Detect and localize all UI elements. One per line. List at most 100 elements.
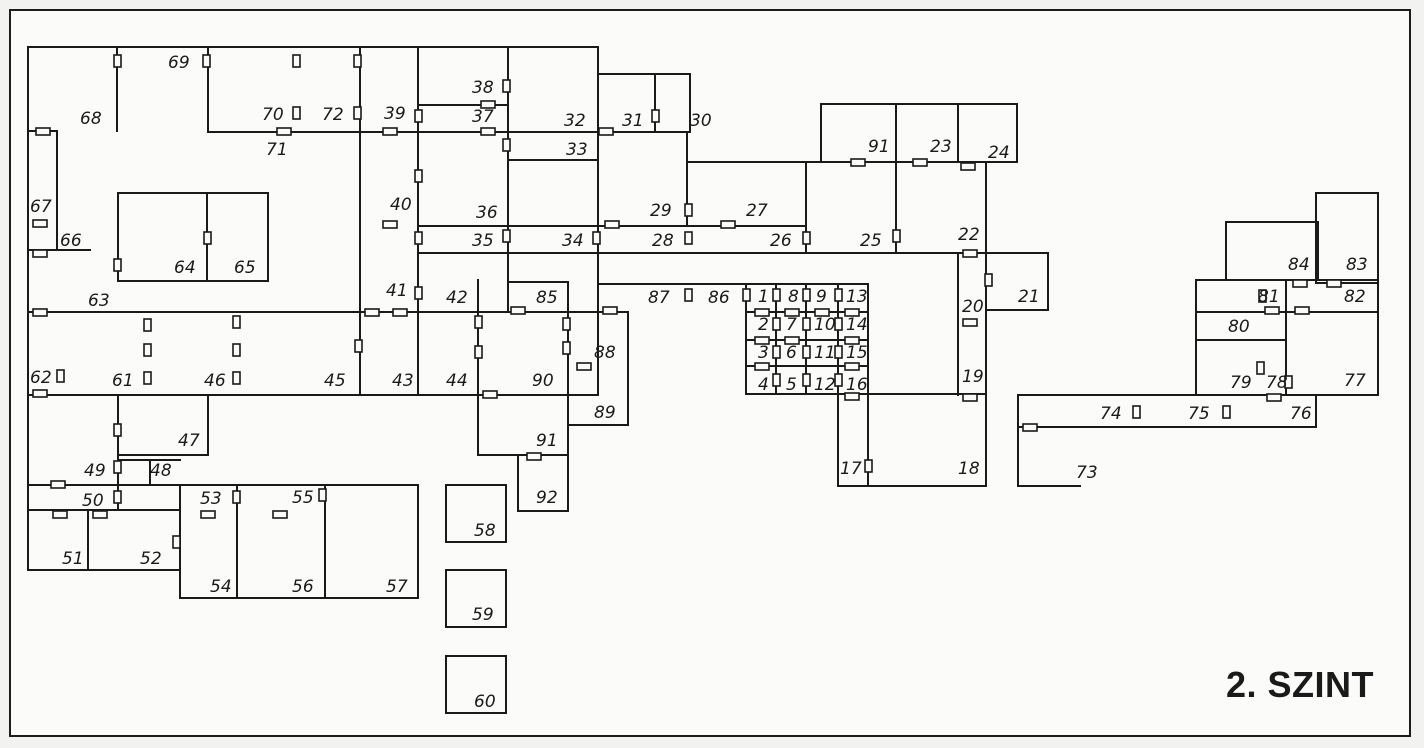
door-symbol [1326, 279, 1342, 288]
door-symbol [802, 317, 811, 331]
door-symbol [802, 345, 811, 359]
room-number-label: 64 [174, 258, 196, 278]
room-number-label: 80 [1228, 317, 1250, 337]
room-number-label: 65 [234, 258, 256, 278]
door-symbol [113, 258, 122, 272]
door-symbol [576, 362, 592, 371]
room-number-label: 48 [150, 461, 172, 481]
room-number-label: 24 [988, 143, 1010, 163]
room-number-label: 71 [266, 140, 288, 160]
room-number-label: 66 [60, 231, 82, 251]
door-symbol [318, 488, 327, 502]
room-number-label: 36 [476, 203, 498, 223]
door-symbol [32, 308, 48, 317]
door-symbol [1266, 393, 1282, 402]
room-number-label: 73 [1076, 463, 1098, 483]
door-symbol [382, 220, 398, 229]
map-frame [9, 9, 1411, 737]
door-symbol [172, 535, 181, 549]
room-number-label: 17 [840, 459, 862, 479]
door-symbol [414, 169, 423, 183]
door-symbol [962, 393, 978, 402]
room-number-label: 35 [472, 231, 494, 251]
room-number-label: 43 [392, 371, 414, 391]
room-number-label: 34 [562, 231, 584, 251]
room-number-label: 45 [324, 371, 346, 391]
door-symbol [353, 106, 362, 120]
door-symbol [414, 286, 423, 300]
door-symbol [502, 229, 511, 243]
door-symbol [834, 345, 843, 359]
door-symbol [984, 273, 993, 287]
room-number-label: 54 [210, 577, 232, 597]
room-number-label: 76 [1290, 404, 1312, 424]
door-symbol [684, 288, 693, 302]
room-number-label: 23 [930, 137, 952, 157]
door-symbol [1284, 375, 1293, 389]
door-symbol [754, 308, 770, 317]
door-symbol [203, 231, 212, 245]
door-symbol [292, 106, 301, 120]
room-number-label: 83 [1346, 255, 1368, 275]
room-outline [597, 73, 691, 133]
door-symbol [414, 231, 423, 245]
door-symbol [276, 127, 292, 136]
room-number-label: 77 [1344, 371, 1366, 391]
door-symbol [802, 373, 811, 387]
room-number-label: 12 [814, 375, 836, 395]
room-number-label: 28 [652, 231, 674, 251]
room-number-label: 29 [650, 201, 672, 221]
door-symbol [1256, 361, 1265, 375]
room-58 [445, 484, 507, 543]
door-symbol [784, 336, 800, 345]
door-symbol [32, 389, 48, 398]
room-number-label: 37 [472, 107, 494, 127]
door-symbol [232, 343, 241, 357]
rooms-17-18 [837, 393, 987, 487]
door-symbol [113, 54, 122, 68]
door-symbol [962, 249, 978, 258]
room-number-label: 55 [292, 488, 314, 508]
door-symbol [850, 158, 866, 167]
room-number-label: 58 [474, 521, 496, 541]
door-symbol [202, 54, 211, 68]
door-symbol [834, 288, 843, 302]
room-number-label: 60 [474, 692, 496, 712]
room-number-label: 15 [846, 343, 868, 363]
room-number-label: 68 [80, 109, 102, 129]
block-west-outline [27, 46, 599, 396]
room-number-label: 52 [140, 549, 162, 569]
door-symbol [864, 459, 873, 473]
door-symbol [562, 341, 571, 355]
room-number-label: 79 [1230, 373, 1252, 393]
door-symbol [651, 109, 660, 123]
room-number-label: 49 [84, 461, 106, 481]
room-number-label: 33 [566, 140, 588, 160]
door-symbol [200, 510, 216, 519]
room-number-label: 40 [390, 195, 412, 215]
rooms-64-65 [117, 192, 269, 282]
door-symbol [32, 249, 48, 258]
room-number-label: 62 [30, 368, 52, 388]
door-symbol [814, 308, 830, 317]
room-number-label: 16 [846, 375, 868, 395]
door-symbol [844, 336, 860, 345]
door-symbol [742, 288, 751, 302]
room-92 [517, 454, 569, 512]
level-title: 2. SZINT [1226, 664, 1375, 705]
room-number-label: 27 [746, 201, 768, 221]
room-number-label: 59 [472, 605, 494, 625]
room-number-label: 51 [62, 549, 84, 569]
room-number-label: 19 [962, 367, 984, 387]
door-symbol [684, 203, 693, 217]
door-symbol [35, 127, 51, 136]
door-symbol [1292, 279, 1308, 288]
room-number-label: 63 [88, 291, 110, 311]
room-number-label: 72 [322, 105, 344, 125]
door-symbol [32, 219, 48, 228]
room-number-label: 84 [1288, 255, 1310, 275]
room-number-label: 30 [690, 111, 712, 131]
door-symbol [1294, 306, 1310, 315]
